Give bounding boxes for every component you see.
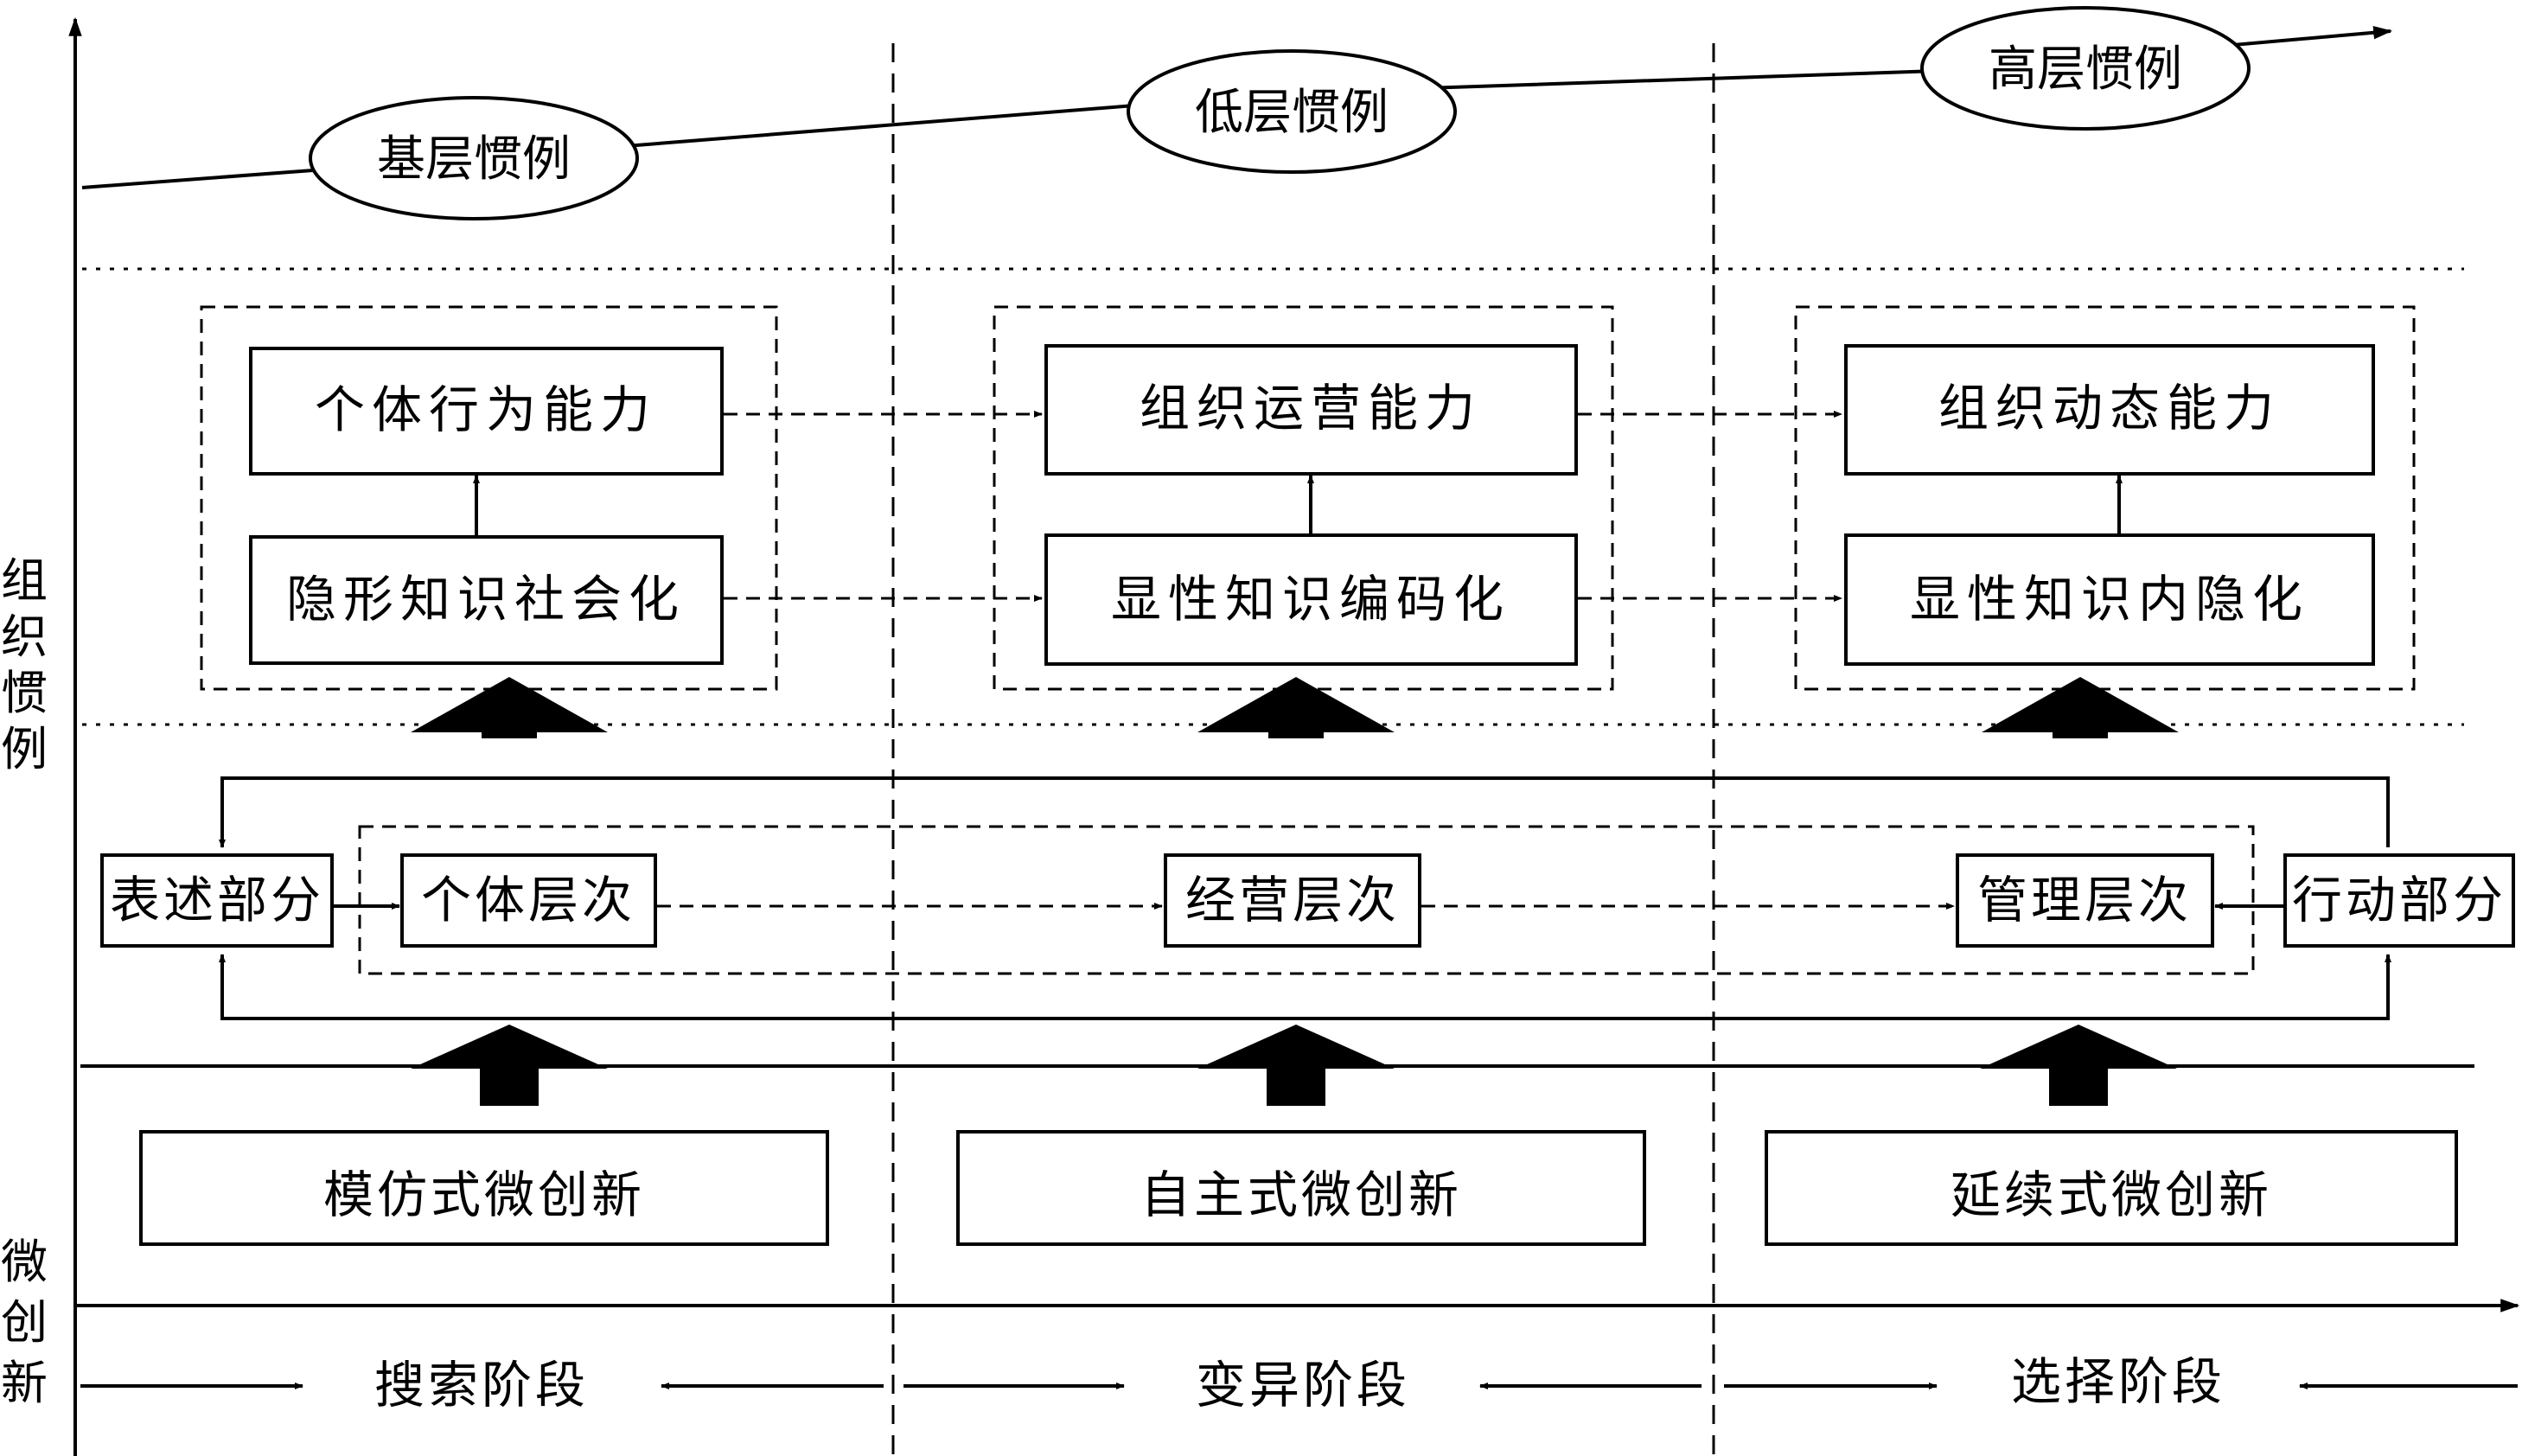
block-up-arrow	[1197, 677, 1395, 738]
capability-box	[1844, 344, 2375, 476]
capability-label: 组织运营能力	[1140, 379, 1482, 437]
capability-group-3: 组织动态能力 显性知识内隐化	[1794, 305, 2416, 691]
level-box	[400, 853, 657, 948]
lower-axis-label-char: 新	[1, 1356, 48, 1410]
lower-axis-label: 微 创 新	[1, 1235, 48, 1410]
knowledge-label: 隐形知识社会化	[286, 570, 686, 629]
ostensive-label: 表述部分	[110, 871, 324, 929]
upper-axis-label: 组 织 惯 例	[1, 553, 48, 776]
level-box	[1164, 853, 1421, 948]
group-frame	[1794, 305, 2416, 691]
routine-node: 基层惯例	[309, 96, 639, 220]
routine-label: 高层惯例	[1989, 42, 2182, 98]
capability-label: 组织动态能力	[1938, 379, 2281, 437]
level-label: 个体层次	[421, 871, 635, 929]
routine-parts-row: 表述部分 行动部分 个体层次 经营层次 管理层次	[100, 776, 2515, 1020]
upper-axis-label-char: 例	[1, 722, 48, 776]
block-up-arrow	[411, 1025, 608, 1106]
routine-ellipse	[1920, 6, 2251, 131]
capability-group-2: 组织运营能力 显性知识编码化	[993, 305, 1614, 691]
innovation-label: 延续式微创新	[1951, 1165, 2272, 1224]
block-up-arrow	[1980, 1025, 2177, 1106]
knowledge-label: 显性知识编码化	[1111, 570, 1510, 629]
routine-ellipse	[309, 96, 639, 220]
level-label: 经营层次	[1185, 871, 1400, 929]
upper-axis-label-char: 织	[1, 610, 48, 664]
levels-frame	[358, 825, 2255, 975]
upper-axis-label-char: 惯	[1, 666, 48, 720]
feedback-loop	[219, 776, 2390, 1020]
knowledge-box	[249, 535, 724, 665]
block-up-arrow	[1197, 1025, 1395, 1106]
stage-label: 选择阶段	[2011, 1352, 2225, 1411]
innovation-label: 自主式微创新	[1140, 1165, 1462, 1224]
ostensive-box	[100, 853, 334, 948]
stage-label: 搜索阶段	[374, 1356, 589, 1414]
capability-box	[1044, 344, 1578, 476]
column-separators	[891, 43, 1715, 1456]
axes	[68, 16, 2520, 1456]
knowledge-label: 显性知识内隐化	[1910, 570, 2309, 629]
capability-box	[249, 347, 724, 476]
performative-label: 行动部分	[2292, 871, 2506, 929]
knowledge-box	[1044, 533, 1578, 666]
routine-node: 高层惯例	[1920, 6, 2251, 131]
innovation-row: 模仿式微创新 自主式微创新 延续式微创新	[139, 1130, 2458, 1246]
upper-axis-label-char: 组	[1, 553, 48, 608]
level-box	[1956, 853, 2214, 948]
level-label: 管理层次	[1977, 871, 2192, 929]
routine-trend: 基层惯例 低层惯例 高层惯例	[81, 6, 2393, 220]
block-arrows-lower	[411, 1025, 2177, 1106]
innovation-box	[1765, 1130, 2458, 1246]
stage-row: 搜索阶段 变异阶段 选择阶段	[80, 1352, 2518, 1414]
stage-label: 变异阶段	[1196, 1356, 1410, 1414]
block-up-arrow	[411, 677, 608, 738]
loop-top	[219, 776, 2390, 848]
innovation-box	[956, 1130, 1646, 1246]
performative-box	[2283, 853, 2515, 948]
routine-node: 低层惯例	[1127, 49, 1457, 174]
capability-group-1: 个体行为能力 隐形知识社会化	[200, 305, 778, 691]
innovation-box	[139, 1130, 829, 1246]
lower-axis-label-char: 创	[1, 1295, 48, 1350]
lower-axis-label-char: 微	[1, 1235, 48, 1289]
loop-bottom	[220, 955, 2390, 1020]
routine-label: 基层惯例	[377, 131, 571, 188]
capability-label: 个体行为能力	[315, 380, 657, 439]
block-arrows-upper	[411, 677, 2179, 738]
innovation-label: 模仿式微创新	[323, 1165, 645, 1224]
routine-ellipse	[1127, 49, 1457, 174]
block-up-arrow	[1982, 677, 2179, 738]
capability-connectors	[724, 411, 1842, 602]
knowledge-box	[1844, 533, 2375, 666]
routine-label: 低层惯例	[1195, 85, 1389, 141]
